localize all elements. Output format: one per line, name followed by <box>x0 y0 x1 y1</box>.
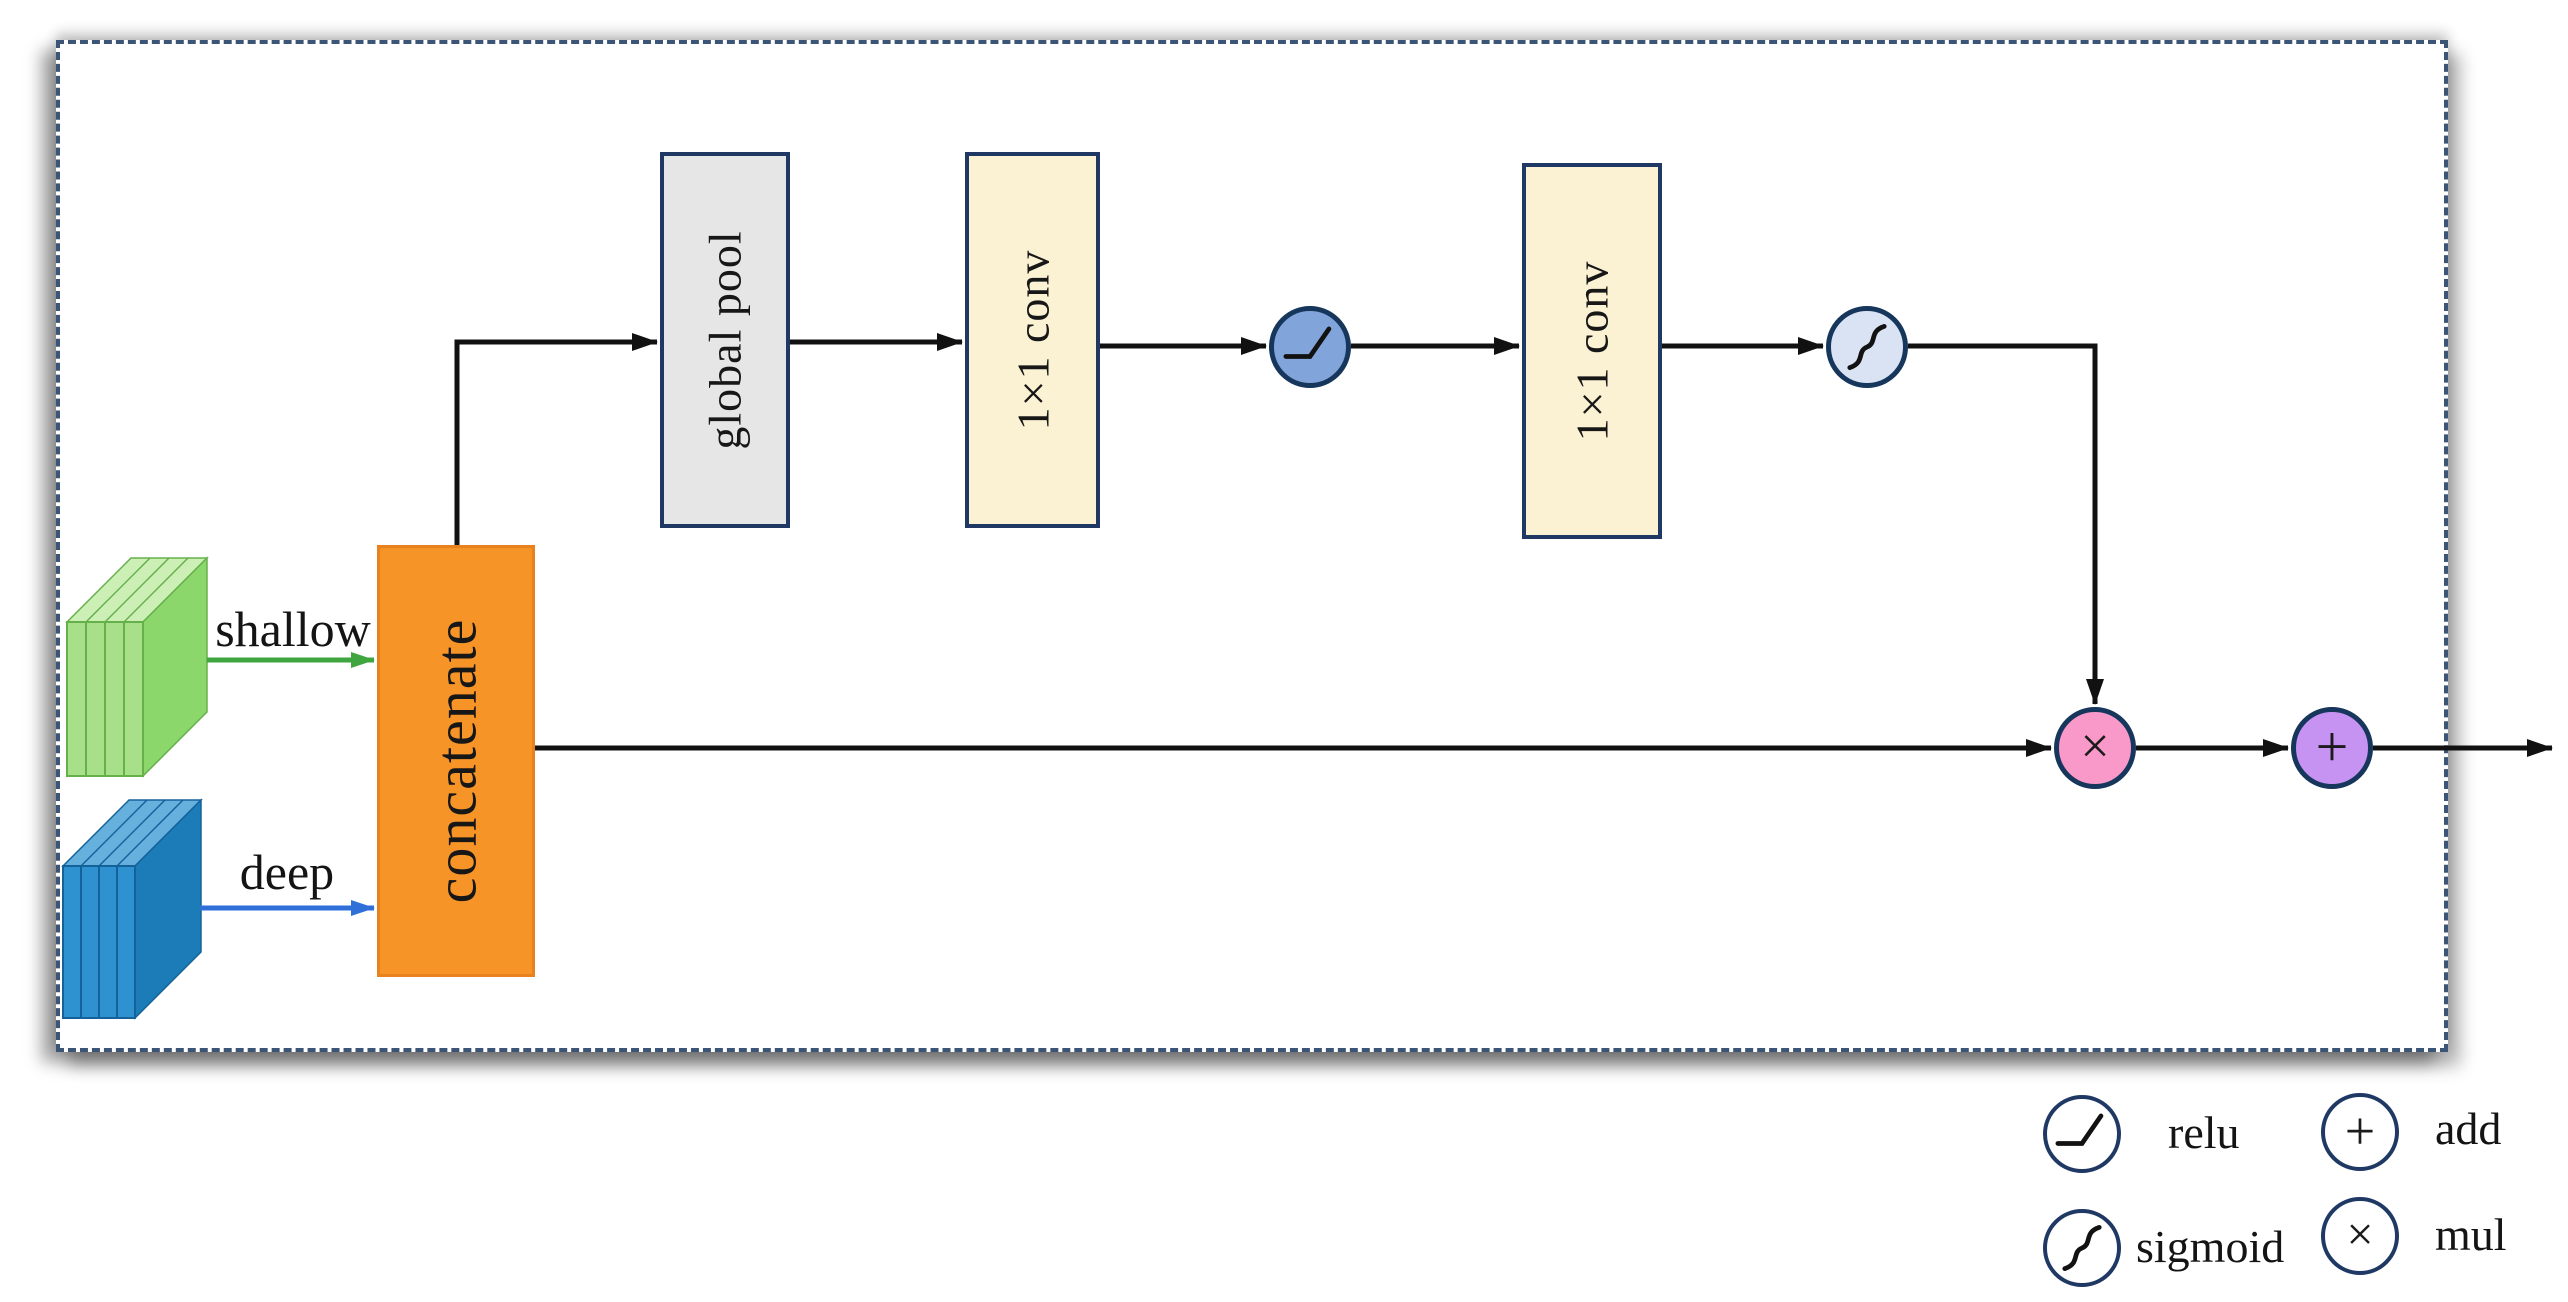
concatenate-label: concatenate <box>423 618 489 904</box>
mul-symbol: × <box>2346 1207 2374 1261</box>
add-symbol: + <box>2344 1100 2376 1161</box>
global-pool-box: global pool <box>660 152 790 528</box>
conv1-box: 1×1 conv <box>965 152 1100 528</box>
legend-relu-label: relu <box>2168 1107 2240 1158</box>
mul-node: × <box>2054 707 2136 789</box>
relu-icon <box>2055 1113 2104 1146</box>
arrow-concat-to-globalpool <box>454 333 658 545</box>
sigmoid-icon <box>2062 1224 2102 1272</box>
sigmoid-node <box>1826 306 1908 388</box>
deep-feature-stack <box>61 798 203 1020</box>
legend-mul-icon: × <box>2321 1197 2399 1275</box>
relu-node <box>1269 306 1351 388</box>
concatenate-box: concatenate <box>377 545 535 977</box>
legend-mul-label: mul <box>2435 1209 2507 1260</box>
deep-input-label: deep <box>239 844 335 900</box>
add-node: + <box>2291 707 2373 789</box>
legend-sigmoid-icon <box>2043 1209 2121 1287</box>
legend-add-icon: + <box>2321 1093 2399 1171</box>
conv1-label: 1×1 conv <box>1007 249 1058 431</box>
conv2-box: 1×1 conv <box>1522 163 1662 539</box>
add-symbol: + <box>2315 713 2349 779</box>
arrow-sigmoid-to-mul <box>1908 343 2104 705</box>
legend-sigmoid-label: sigmoid <box>2136 1221 2285 1272</box>
relu-icon <box>1283 326 1332 359</box>
shallow-input-label: shallow <box>215 601 371 657</box>
legend-relu-icon <box>2043 1095 2121 1173</box>
legend-add-label: add <box>2435 1103 2502 1154</box>
conv2-label: 1×1 conv <box>1566 260 1618 442</box>
sigmoid-icon <box>1847 323 1887 371</box>
shallow-feature-stack <box>65 556 209 778</box>
mul-symbol: × <box>2080 717 2110 775</box>
global-pool-label: global pool <box>699 230 751 450</box>
